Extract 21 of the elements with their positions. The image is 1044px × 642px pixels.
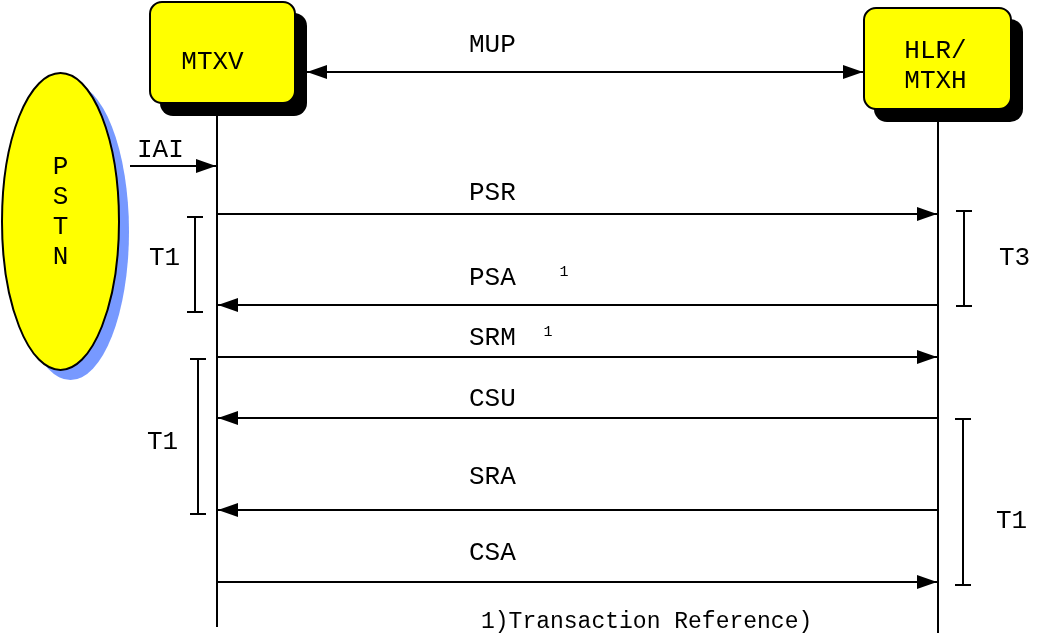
timer-label: T1 bbox=[996, 507, 1028, 535]
network-ellipse bbox=[1, 72, 130, 381]
arrow bbox=[217, 350, 938, 364]
timer-label: T1 bbox=[149, 244, 181, 272]
node-label: PSTN bbox=[52, 152, 69, 272]
arrow bbox=[217, 207, 938, 221]
arrow bbox=[217, 575, 938, 589]
arrow bbox=[217, 503, 938, 517]
timer-label: T3 bbox=[999, 244, 1031, 272]
node-label: HLR/ MTXH bbox=[903, 35, 968, 96]
arrow bbox=[306, 65, 864, 79]
timer-label: T1 bbox=[147, 428, 179, 456]
lifeline bbox=[216, 116, 218, 627]
arrow bbox=[217, 411, 938, 425]
footnote: 1)Transaction Reference) bbox=[481, 608, 813, 636]
network-element-box bbox=[863, 7, 1023, 122]
lifeline bbox=[937, 122, 939, 633]
network-element-box bbox=[149, 1, 307, 116]
arrow bbox=[129, 159, 217, 173]
arrow bbox=[217, 298, 938, 312]
node-label: MTXV bbox=[181, 46, 244, 77]
